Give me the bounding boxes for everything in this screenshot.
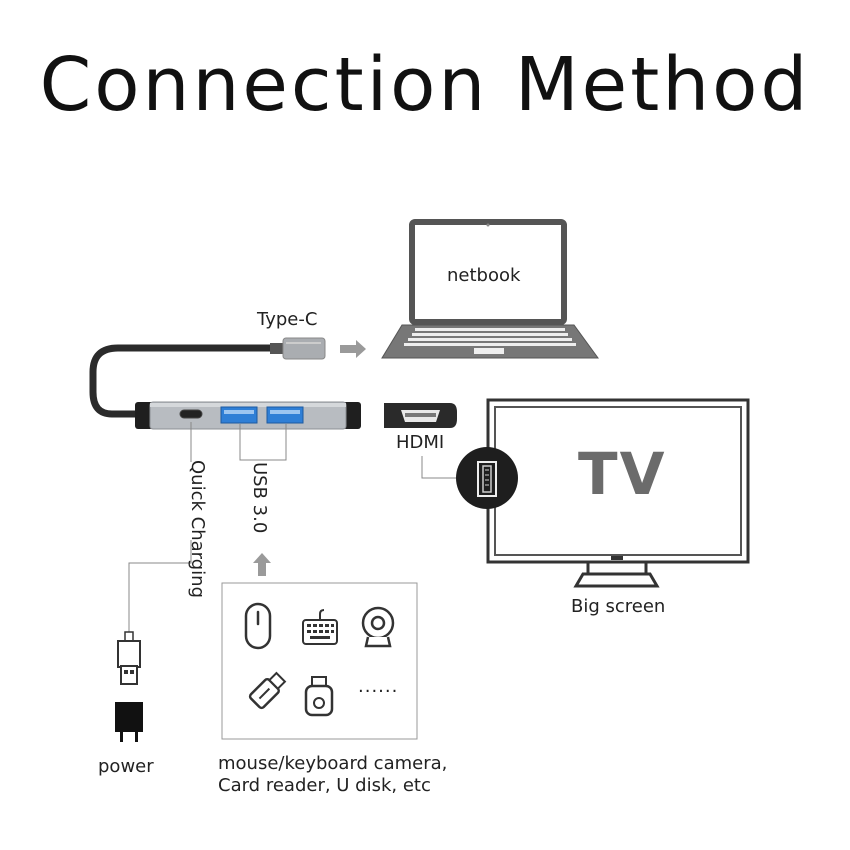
type-c-label: Type-C (257, 309, 318, 330)
power-adapter-icon (115, 702, 143, 742)
hdmi-plug (384, 403, 457, 428)
hdmi-label: HDMI (396, 432, 445, 453)
webcam-icon (361, 606, 395, 648)
devices-caption-line2: Card reader, U disk, etc (218, 775, 431, 796)
big-screen-label: Big screen (571, 596, 666, 617)
devices-caption: mouse/keyboard camera,Card reader, U dis… (218, 753, 447, 797)
card-reader-icon (304, 676, 334, 717)
tv-label: TV (578, 440, 667, 508)
quick-charging-line2: Charging (187, 516, 208, 598)
quick-charging-label: Quick Charging (163, 460, 208, 598)
type-c-cable (89, 337, 326, 418)
ellipsis-label: ...... (358, 676, 399, 697)
page-title: Connection Method (39, 42, 811, 128)
hdmi-port-icon (456, 447, 518, 509)
laptop-icon (381, 219, 599, 359)
quick-charging-line1: Quick (187, 460, 208, 511)
keyboard-icon (302, 609, 338, 645)
arrow-up-icon (253, 553, 271, 576)
leader-lines (128, 422, 456, 638)
devices-caption-line1: mouse/keyboard camera, (218, 753, 448, 774)
tv-icon (486, 398, 750, 588)
usb-hub (135, 401, 361, 430)
usb-stick-icon (248, 671, 287, 710)
arrow-right-icon (340, 340, 366, 358)
usb-label: USB 3.0 (249, 462, 270, 534)
mouse-icon (244, 602, 272, 650)
usb-plug-icon (117, 631, 141, 685)
netbook-label: netbook (447, 265, 521, 286)
power-label: power (98, 756, 154, 777)
